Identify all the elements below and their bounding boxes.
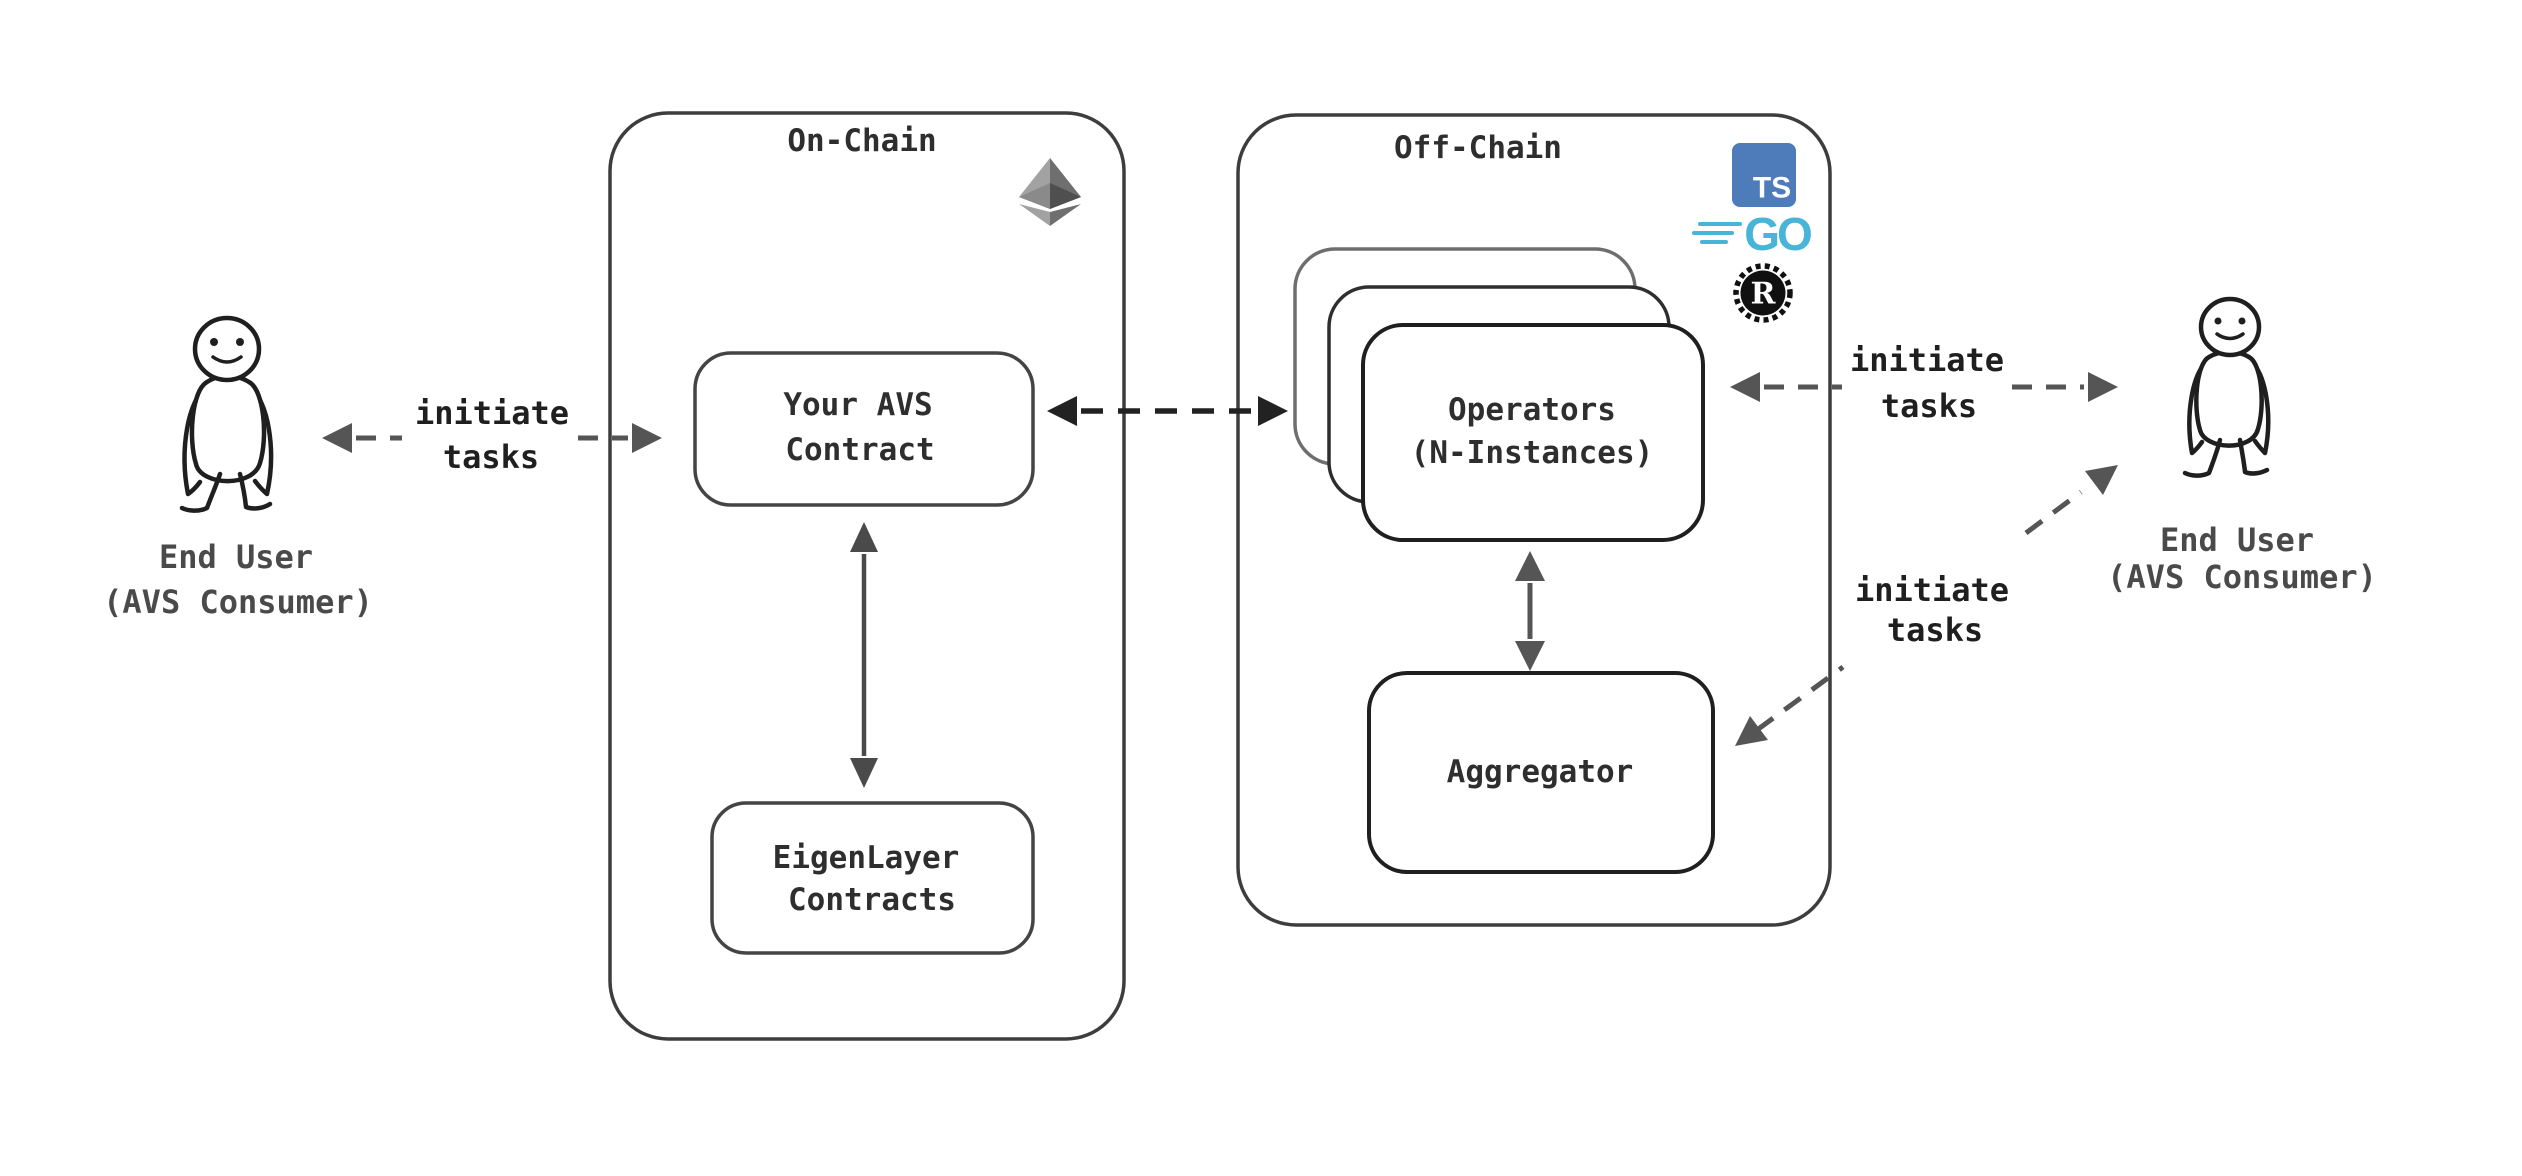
left-user-label-line1: End User (159, 538, 313, 576)
rust-icon-bg (1740, 270, 1786, 316)
arrow-user-to-aggregator: initiate tasks (1735, 465, 2118, 746)
person-head (192, 315, 262, 383)
initiate-tasks-label-diagonal-line1: initiate (1855, 571, 2009, 609)
person-left-leg (2182, 437, 2223, 478)
rust-icon-label: R (1751, 277, 1777, 312)
arrow-user-to-aggregator-line (1755, 489, 2083, 733)
arrow-down-head (850, 758, 878, 788)
arrow-right-head (632, 423, 662, 453)
arrow-contract-to-eigenlayer (850, 522, 878, 788)
person-eye (2214, 317, 2222, 325)
operators-label-line1: Operators (1448, 392, 1616, 428)
arrow-down-head (1515, 641, 1545, 671)
initiate-tasks-label-right-line2: tasks (1881, 387, 1977, 425)
operators-node: Operators (N-Instances) (1293, 247, 1705, 542)
initiate-tasks-label-right-line1: initiate (1850, 341, 2004, 379)
eigenlayer-contracts-label-line1: EigenLayer (773, 840, 960, 876)
rust-icon: R (1733, 263, 1793, 323)
initiate-tasks-label-left-line1: initiate (415, 394, 569, 432)
rust-icon-gear (1733, 263, 1793, 323)
left-end-user: End User (AVS Consumer) (103, 315, 373, 621)
person-icon (2182, 296, 2271, 478)
person-torso (2194, 349, 2264, 448)
person-torso (189, 373, 267, 484)
person-icon (179, 315, 274, 513)
person-eye (236, 338, 244, 346)
right-end-user: End User (AVS Consumer) (2107, 296, 2377, 596)
arrow-left-head (1047, 396, 1077, 426)
ethereum-icon-facet (1019, 183, 1050, 209)
arrow-up-head (850, 522, 878, 552)
arrow-operators-to-user: initiate tasks (1730, 341, 2118, 425)
ethereum-icon-facet (1050, 204, 1081, 226)
person-right-leg (2237, 437, 2270, 476)
operators-box (1361, 323, 1705, 542)
aggregator-node: Aggregator (1367, 671, 1715, 874)
right-user-label-line1: End User (2160, 521, 2314, 559)
your-avs-contract-node: Your AVS Contract (693, 351, 1035, 507)
aggregator-label: Aggregator (1447, 754, 1634, 790)
person-smile (2215, 332, 2245, 341)
arrow-lower-head (1735, 716, 1768, 746)
typescript-icon-label: TS (1753, 172, 1791, 205)
arrow-contract-to-operators (1047, 396, 1288, 426)
on-chain-title: On-Chain (787, 123, 936, 159)
arrow-user-to-avs-contract: initiate tasks (322, 394, 662, 476)
ethereum-icon (1019, 158, 1081, 226)
your-avs-contract-label-line2: Contract (785, 432, 934, 468)
arrow-left-head (1730, 372, 1760, 402)
person-right-leg (237, 471, 273, 511)
person-head (2198, 296, 2262, 358)
initiate-tasks-label-diagonal-line2: tasks (1887, 611, 1983, 649)
operators-label-line2: (N-Instances) (1411, 435, 1654, 471)
off-chain-title: Off-Chain (1394, 130, 1562, 166)
arrow-right-head (2088, 372, 2118, 402)
eigenlayer-contracts-label-line2: Contracts (788, 882, 956, 918)
arrow-upper-head (2085, 465, 2118, 495)
ethereum-icon-facet (1019, 204, 1050, 226)
person-left-leg (179, 471, 223, 513)
typescript-icon-bg (1732, 143, 1796, 207)
person-eye (210, 338, 218, 346)
arrow-right-head (1258, 396, 1288, 426)
left-user-label-line2: (AVS Consumer) (103, 583, 373, 621)
ethereum-icon-facet (1050, 183, 1081, 209)
go-icon: GO (1692, 208, 1814, 260)
arrow-operators-to-aggregator (1515, 551, 1545, 671)
eigenlayer-contracts-box (710, 801, 1035, 955)
person-smile (211, 355, 243, 364)
your-avs-contract-label-line1: Your AVS (783, 387, 932, 423)
arrow-left-head (322, 423, 352, 453)
your-avs-contract-box (693, 351, 1035, 507)
eigenlayer-contracts-node: EigenLayer Contracts (710, 801, 1035, 955)
right-user-label-line2: (AVS Consumer) (2107, 558, 2377, 596)
person-eye (2238, 317, 2246, 325)
initiate-tasks-label-left-line2: tasks (443, 438, 539, 476)
arrow-up-head (1515, 551, 1545, 581)
go-icon-label: GO (1744, 208, 1811, 260)
aggregator-box (1367, 671, 1715, 874)
typescript-icon: TS (1732, 143, 1796, 207)
